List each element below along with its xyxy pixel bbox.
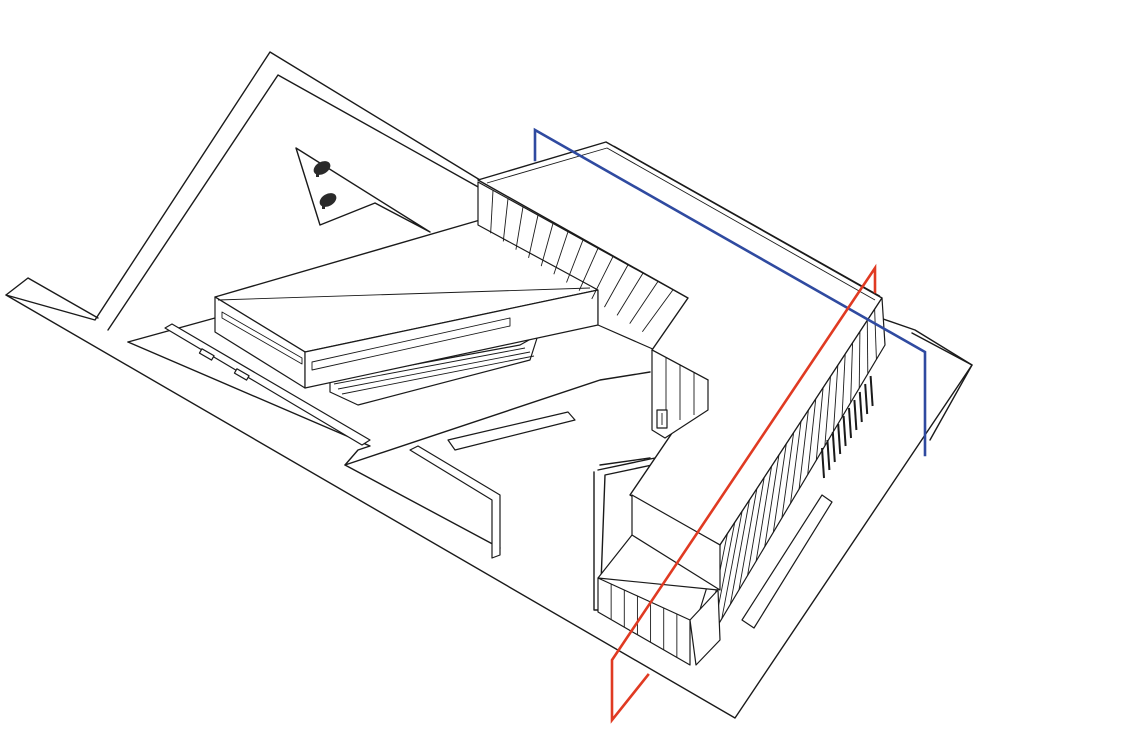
east-dark-windows — [821, 375, 874, 479]
dark-window-mullion — [837, 423, 842, 455]
path-edge-lower — [127, 341, 651, 466]
section-plane-red-outline — [610, 263, 877, 724]
paving-line-2 — [599, 457, 651, 466]
mullion — [528, 215, 539, 258]
tree-lawn — [295, 147, 431, 233]
mullion — [490, 190, 494, 234]
south-pavilion-front — [597, 577, 691, 666]
tree-icon — [319, 193, 337, 209]
garden-wall-lower — [409, 445, 501, 559]
dark-window-mullion — [826, 439, 831, 471]
south-core — [631, 494, 721, 591]
landscape-lines — [127, 317, 833, 629]
bench-strip-left — [164, 323, 371, 446]
dark-window-mullion — [848, 407, 852, 439]
mullion — [721, 511, 743, 619]
dark-window-mullion — [831, 431, 836, 463]
mullion — [729, 500, 750, 605]
mullion — [566, 239, 584, 283]
dark-window-mullion — [842, 415, 847, 447]
mullion — [764, 455, 780, 547]
dark-window-mullion — [869, 375, 874, 407]
dark-window-mullion — [821, 447, 825, 479]
mullion — [807, 398, 817, 475]
south-pavilion-side — [689, 589, 721, 666]
mullion — [616, 272, 644, 316]
mullion — [755, 466, 772, 562]
mullion — [540, 223, 554, 267]
mullion — [866, 320, 869, 374]
mullion — [874, 309, 877, 360]
stair-block — [329, 334, 539, 406]
mullion — [553, 231, 569, 275]
skylight-slot — [221, 311, 303, 365]
mullion — [604, 264, 629, 308]
tree-icon — [313, 161, 331, 177]
mullion — [578, 248, 599, 291]
dark-window-mullion — [853, 399, 858, 431]
bench — [198, 348, 215, 361]
mullion — [798, 410, 809, 490]
mullion — [772, 443, 787, 533]
mullion — [502, 198, 509, 242]
main-roof — [477, 141, 883, 546]
dark-window-mullion — [858, 391, 863, 423]
mullion — [747, 477, 765, 576]
section-plane-blue-outline — [533, 127, 927, 457]
mullion — [850, 342, 853, 403]
mullion — [858, 331, 861, 389]
mullion — [738, 488, 758, 591]
mullion — [515, 206, 524, 250]
bench — [233, 368, 250, 381]
skylight-slot-2 — [311, 317, 511, 371]
mullion — [824, 376, 831, 446]
dark-window-mullion — [864, 383, 869, 415]
main-building — [477, 141, 886, 666]
section-plane-red — [610, 263, 877, 724]
mullion — [833, 365, 839, 432]
lawn-triangle — [295, 147, 431, 233]
bench-center — [447, 411, 576, 451]
paving-line — [344, 464, 501, 549]
mullion — [781, 432, 795, 518]
south-mullions — [610, 584, 678, 658]
low-building — [214, 219, 599, 389]
site-inner-boundary — [107, 74, 481, 331]
mullion — [629, 281, 659, 324]
mullion — [591, 256, 614, 300]
site-left-strip — [5, 277, 99, 319]
mullion — [790, 421, 802, 504]
site-right-strip — [911, 332, 973, 441]
bench-right — [741, 494, 833, 629]
mullion — [641, 289, 674, 333]
roof-parapet — [486, 147, 876, 301]
section-plane-blue — [533, 127, 927, 457]
mullion — [815, 387, 824, 461]
mullion — [841, 354, 846, 418]
north-wing-mullions — [490, 190, 674, 333]
